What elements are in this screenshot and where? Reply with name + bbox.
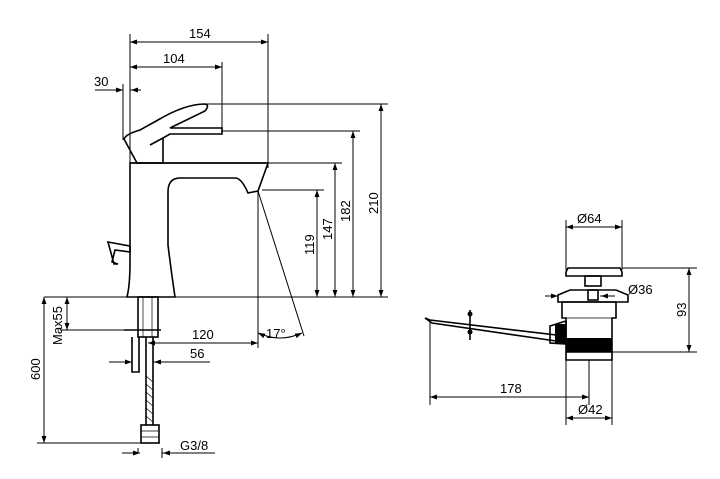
dim-body-diameter: Ø42 — [578, 402, 603, 417]
dim-spout-outlet: 119 — [302, 234, 317, 255]
popup-rod — [106, 240, 131, 265]
dim-spout-angle: 17° — [266, 326, 286, 341]
waste-cap — [565, 267, 623, 277]
dim-rod-length: 178 — [500, 381, 522, 396]
dim-total-height: 210 — [366, 192, 381, 214]
lever-base — [123, 103, 223, 164]
dim-hose-length: 600 — [28, 358, 43, 380]
dim-waste-height: 93 — [674, 303, 689, 317]
dim-overall-width: 154 — [189, 26, 211, 41]
dim-lever-offset: 30 — [94, 74, 108, 89]
dim-max-deck: Max55 — [50, 306, 65, 345]
dim-spout-projection: 120 — [192, 327, 214, 342]
shank — [137, 296, 159, 338]
dim-spout-top: 147 — [320, 218, 335, 240]
dim-lever-height: 182 — [338, 200, 353, 222]
faucet-body — [125, 162, 270, 298]
connection-nut — [140, 424, 160, 444]
stud — [131, 337, 154, 373]
waste-thread — [566, 338, 612, 352]
dim-shank-spacing: 56 — [190, 346, 204, 361]
faucet-side-view: 154 104 30 210 182 147 119 17° — [28, 26, 388, 458]
dim-lever-reach: 104 — [163, 51, 185, 66]
dim-connection-thread: G3/8 — [180, 438, 208, 453]
waste-side-view: Ø64 Ø36 93 178 Ø42 — [424, 211, 697, 425]
popup-lever-rod — [424, 317, 557, 342]
dim-flange-diameter: Ø36 — [628, 282, 653, 297]
waste-flange — [557, 289, 629, 303]
dim-cap-diameter: Ø64 — [577, 211, 602, 226]
lever-joint — [149, 137, 164, 146]
